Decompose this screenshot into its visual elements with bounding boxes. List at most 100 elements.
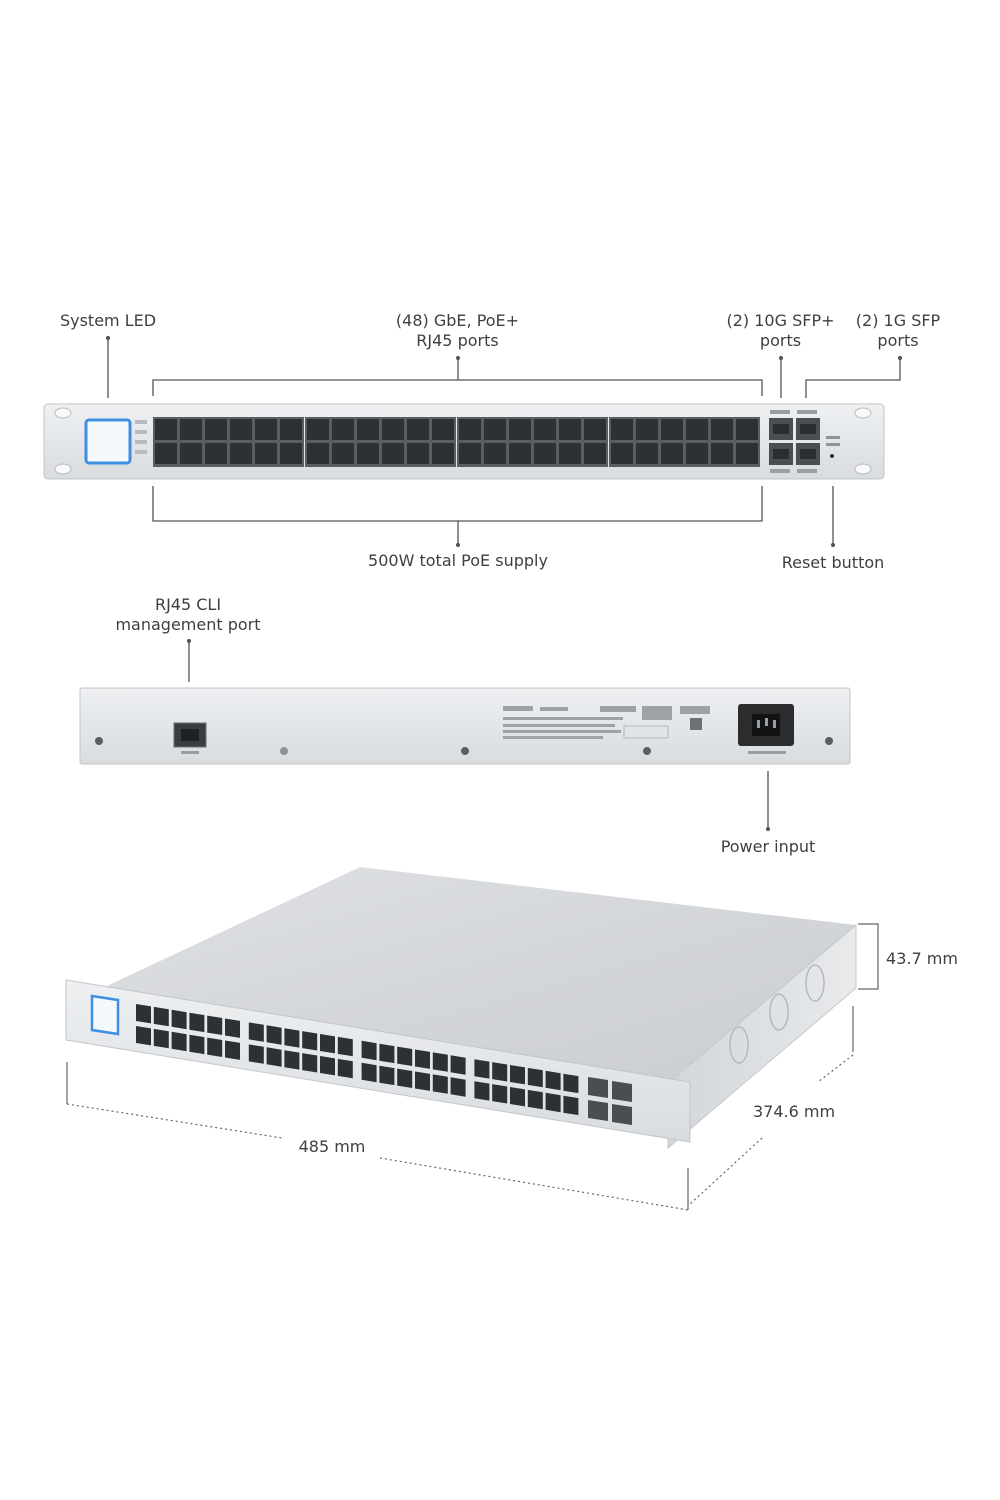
perspective-rj45-port: [510, 1087, 525, 1107]
rj45-port: [534, 419, 556, 440]
perspective-port-block: [136, 1004, 579, 1116]
rj45-port: [584, 443, 606, 464]
rj45-port: [382, 419, 404, 440]
perspective-rj45-port: [563, 1095, 579, 1116]
rj45-port: [332, 443, 354, 464]
perspective-rj45-port: [136, 1026, 151, 1046]
rj45-port: [357, 443, 379, 464]
rj45-port: [432, 419, 454, 440]
perspective-rj45-port: [545, 1070, 561, 1091]
rj45-port: [332, 419, 354, 440]
rj45-port: [459, 443, 481, 464]
rj45-port: [230, 419, 252, 440]
dimension-height: 43.7 mm: [886, 949, 958, 968]
rj45-port: [484, 419, 506, 440]
perspective-rj45-port: [474, 1081, 490, 1101]
reset-button: [830, 454, 834, 458]
rj45-port: [711, 419, 733, 440]
perspective-rj45-port: [563, 1073, 579, 1094]
perspective-rj45-port: [415, 1049, 430, 1069]
rj45-port: [280, 419, 302, 440]
rear-panel: [79, 687, 851, 765]
label-poe-supply: 500W total PoE supply: [368, 551, 548, 570]
rj45-port: [636, 419, 658, 440]
perspective-rj45-port: [397, 1046, 413, 1066]
perspective-rj45-port: [545, 1092, 561, 1113]
rj45-port: [534, 443, 556, 464]
label-gbe-ports: (48) GbE, PoE+ RJ45 ports: [395, 311, 520, 350]
sfp-cages: [769, 410, 820, 473]
label-power-input: Power input: [720, 837, 816, 856]
label-sfp-ports: (2) 1G SFP ports: [855, 311, 941, 350]
rj45-port: [205, 443, 227, 464]
rj45-port: [484, 443, 506, 464]
front-panel: [43, 403, 885, 480]
rj45-port: [280, 443, 302, 464]
rj45-port: [307, 443, 329, 464]
rj45-port-block: [153, 417, 760, 467]
perspective-rj45-port: [492, 1062, 508, 1082]
perspective-rj45-port: [248, 1022, 264, 1042]
perspective-rj45-port: [320, 1056, 335, 1076]
perspective-rj45-port: [320, 1034, 335, 1054]
rj45-port: [661, 419, 683, 440]
perspective-rj45-port: [171, 1009, 187, 1030]
port-group: [305, 417, 456, 467]
rj45-port: [661, 443, 683, 464]
perspective-rj45-port: [302, 1031, 318, 1051]
perspective-rj45-port: [171, 1031, 187, 1052]
perspective-rj45-port: [361, 1062, 377, 1083]
perspective-rj45-port: [266, 1047, 282, 1067]
dimension-lines: [66, 923, 879, 1211]
rj45-port: [559, 443, 581, 464]
perspective-rj45-port: [207, 1015, 223, 1035]
perspective-rj45-port: [302, 1053, 318, 1073]
perspective-rj45-port: [248, 1044, 264, 1064]
rj45-port: [357, 419, 379, 440]
perspective-rj45-port: [492, 1084, 508, 1104]
rj45-port: [180, 419, 202, 440]
perspective-rj45-port: [136, 1004, 151, 1024]
perspective-rj45-port: [337, 1036, 353, 1057]
rj45-port: [230, 443, 252, 464]
perspective-rj45-port: [284, 1028, 300, 1048]
rj45-port: [432, 443, 454, 464]
port-group: [457, 417, 608, 467]
perspective-rj45-port: [450, 1055, 466, 1075]
perspective-rj45-port: [474, 1059, 490, 1079]
system-led: [84, 418, 132, 465]
perspective-rj45-port: [153, 1028, 169, 1049]
perspective-rj45-port: [266, 1025, 282, 1045]
label-reset-button: Reset button: [781, 553, 885, 572]
perspective-rj45-port: [207, 1037, 223, 1057]
perspective-rj45-port: [379, 1065, 395, 1086]
rj45-port: [636, 443, 658, 464]
leader-lines-front: [105, 335, 903, 832]
rj45-port: [205, 419, 227, 440]
perspective-rj45-port: [361, 1040, 377, 1061]
label-cli-port: RJ45 CLI management port: [115, 595, 261, 634]
label-sfp-plus-ports: (2) 10G SFP+ ports: [726, 311, 835, 350]
perspective-rj45-port: [225, 1018, 240, 1038]
rj45-port: [407, 443, 429, 464]
perspective-view: [65, 867, 857, 1150]
rj45-port: [611, 443, 633, 464]
perspective-rj45-port: [379, 1043, 395, 1064]
perspective-rj45-port: [450, 1077, 466, 1097]
rj45-port: [255, 443, 277, 464]
perspective-rj45-port: [337, 1058, 353, 1079]
rj45-port: [736, 443, 758, 464]
perspective-rj45-port: [432, 1074, 448, 1094]
perspective-rj45-port: [189, 1012, 205, 1033]
perspective-rj45-port: [225, 1040, 240, 1060]
rj45-port: [307, 419, 329, 440]
perspective-rj45-port: [189, 1034, 205, 1055]
label-system-led: System LED: [59, 311, 157, 330]
rj45-port: [686, 419, 708, 440]
perspective-rj45-port: [432, 1052, 448, 1072]
rj45-port: [155, 443, 177, 464]
perspective-rj45-port: [510, 1065, 525, 1085]
perspective-rj45-port: [397, 1068, 413, 1088]
